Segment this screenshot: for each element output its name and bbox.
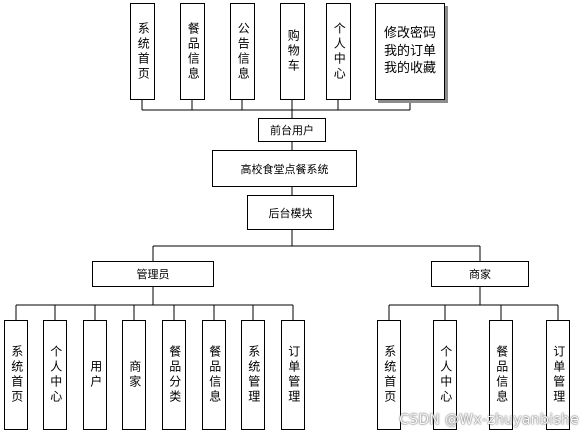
front-module-account-box: 修改密码 我的订单 我的收藏 [375, 3, 445, 100]
admin-module-meal-info: 餐品信息 [202, 320, 226, 430]
backend-module-node: 后台模块 [247, 195, 334, 230]
watermark-text: CSDN @Wx-zhuyanbishe [399, 412, 579, 428]
system-root-node: 高校食堂点餐系统 [212, 150, 357, 187]
admin-module-system-management: 系统管理 [241, 320, 265, 430]
admin-module-meal-category: 餐品分类 [162, 320, 186, 430]
admin-module-home: 系统首页 [4, 320, 28, 430]
merchant-role-node: 商家 [431, 261, 529, 287]
front-user-node: 前台用户 [258, 118, 326, 142]
front-module-cart: 购物车 [280, 3, 305, 100]
merchant-module-personal-center: 个人中心 [433, 320, 457, 430]
merchant-module-meal-info: 餐品信息 [489, 320, 513, 430]
admin-module-personal-center: 个人中心 [43, 320, 67, 430]
front-module-meal-info: 餐品信息 [180, 3, 205, 100]
front-module-home: 系统首页 [130, 3, 155, 100]
admin-role-node: 管理员 [92, 261, 214, 287]
admin-module-merchant: 商家 [122, 320, 146, 430]
admin-module-user: 用户 [83, 320, 107, 430]
front-module-personal-center: 个人中心 [326, 3, 351, 100]
admin-module-order-management: 订单管理 [281, 320, 305, 430]
merchant-module-order-management: 订单管理 [546, 320, 570, 430]
front-module-announcement: 公告信息 [230, 3, 255, 100]
merchant-module-home: 系统首页 [377, 320, 401, 430]
